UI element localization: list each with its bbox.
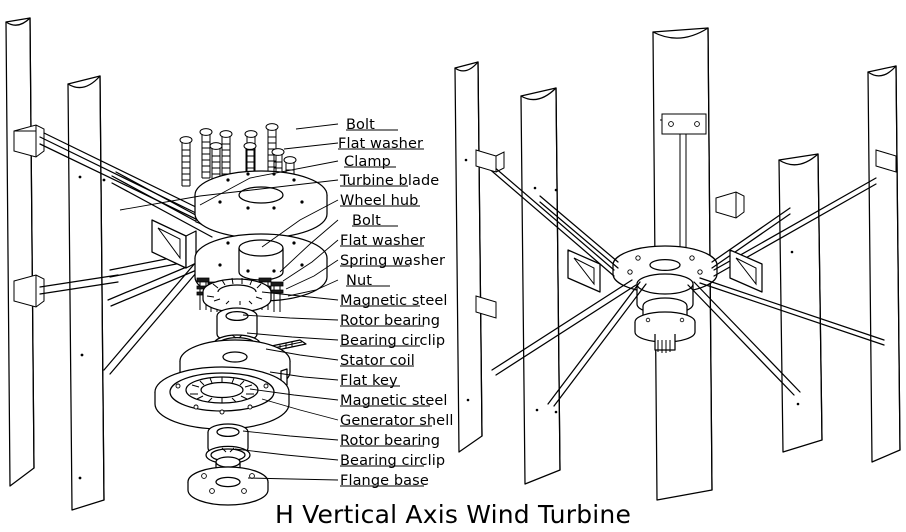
part-label-rotor-bearing-1: Rotor bearing xyxy=(340,313,441,329)
part-label-clamp: Clamp xyxy=(344,154,391,170)
clamp-left-upper xyxy=(13,124,45,158)
part-label-flat-washer-1: Flat washer xyxy=(338,136,424,152)
generator-shell xyxy=(154,366,290,430)
part-label-bearing-circlip-1: Bearing circlip xyxy=(340,333,446,349)
support-arm-left-upper xyxy=(39,132,205,222)
part-label-rotor-bearing-2: Rotor bearing xyxy=(340,433,441,449)
part-label-bolt-2: Bolt xyxy=(352,213,381,229)
part-label-wheel-hub: Wheel hub xyxy=(340,193,419,209)
bolt-array-top xyxy=(179,123,297,207)
part-label-turbine-blade: Turbine blade xyxy=(340,173,440,189)
bolt xyxy=(199,128,213,179)
bolt xyxy=(179,136,193,187)
blade-left-main xyxy=(67,75,106,511)
arm-end-caps-right xyxy=(475,149,897,319)
blade-r1 xyxy=(454,61,483,453)
gusset-bracket-left xyxy=(151,219,197,269)
part-label-stator-coil: Stator coil xyxy=(340,353,415,369)
clamp-left-lower xyxy=(13,274,45,308)
spoke-gussets-right xyxy=(567,249,763,293)
part-label-magnetic-steel-2: Magnetic steel xyxy=(340,393,448,409)
left-turbine-view xyxy=(5,17,217,511)
part-label-flange-base: Flange base xyxy=(340,473,429,489)
flange-base xyxy=(187,456,269,506)
spoke-brace-left xyxy=(103,249,213,375)
part-label-flat-key: Flat key xyxy=(340,373,398,389)
leader-lines xyxy=(119,123,339,481)
generator-assembly-right xyxy=(634,273,696,353)
part-label-spring-washer: Spring washer xyxy=(340,253,446,269)
part-label-generator-shell: Generator shell xyxy=(340,413,454,429)
right-turbine-view xyxy=(454,27,901,501)
blade-r5 xyxy=(867,65,901,463)
figure-title: H Vertical Axis Wind Turbine xyxy=(274,500,632,529)
part-label-bearing-circlip-2: Bearing circlip xyxy=(340,453,446,469)
part-label-bolt-1: Bolt xyxy=(346,117,375,133)
support-arm-left-lower xyxy=(39,274,119,295)
part-label-flat-washer-2: Flat washer xyxy=(340,233,426,249)
blade-r2 xyxy=(520,87,561,485)
blade-left-far xyxy=(5,17,35,487)
label-underlines xyxy=(338,129,432,487)
exploded-assembly-stack xyxy=(154,123,328,506)
magnetic-steel-ring-upper xyxy=(202,277,272,313)
clamp-disc xyxy=(194,170,328,239)
stator-windings xyxy=(190,377,254,403)
blade-r4 xyxy=(778,153,823,453)
bolt xyxy=(219,130,233,181)
part-label-nut: Nut xyxy=(346,273,373,289)
part-label-magnetic-steel-1: Magnetic steel xyxy=(340,293,448,309)
